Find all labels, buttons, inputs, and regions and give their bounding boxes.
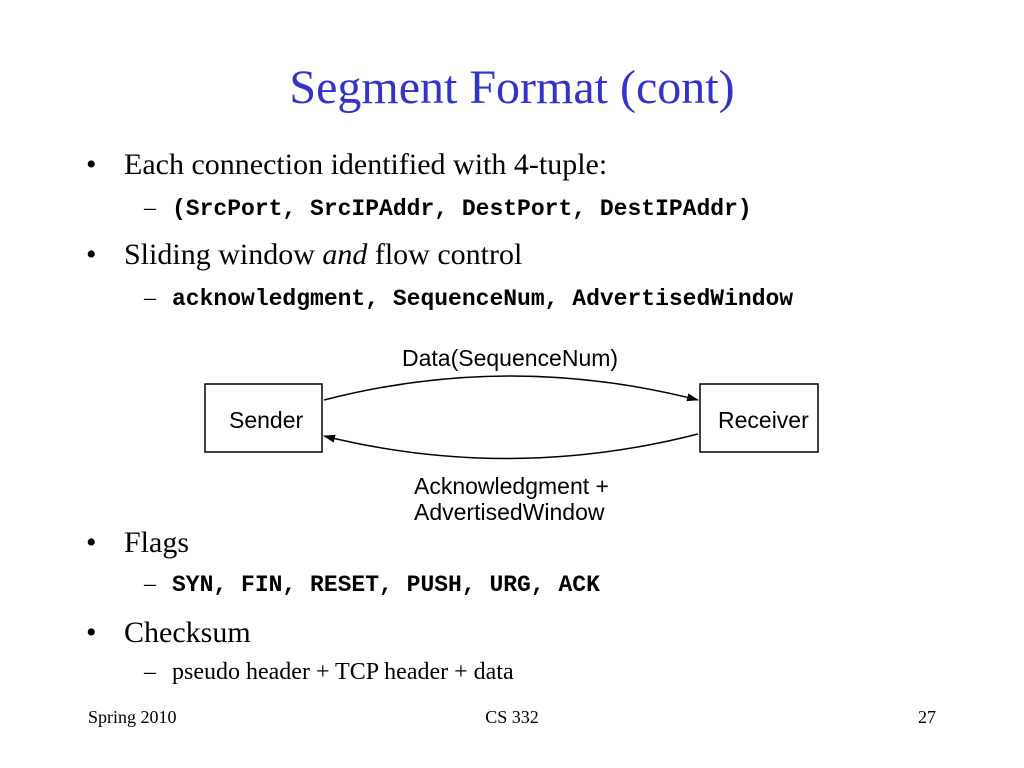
bullet-item: • Flags <box>86 526 190 559</box>
sub-bullet-text: (SrcPort, SrcIPAddr, DestPort, DestIPAdd… <box>172 196 752 222</box>
sub-bullet-dash: – <box>144 285 156 311</box>
sender-box <box>204 383 323 453</box>
data-arrow-label: Data(SequenceNum) <box>402 345 618 371</box>
bullet-dot: • <box>86 148 97 181</box>
footer-page-number: 27 <box>918 707 936 727</box>
bullet-item: • Sliding window and flow control <box>86 238 522 271</box>
bullet-item: • Checksum <box>86 616 251 649</box>
bullet-text: Checksum <box>124 616 251 649</box>
slide-title: Segment Format (cont) <box>289 61 735 114</box>
sub-bullet-item: – pseudo header + TCP header + data <box>144 659 514 685</box>
ack-arrow <box>323 433 699 460</box>
bullet-text-part: flow control <box>367 238 523 271</box>
data-arrow <box>323 375 699 402</box>
footer-left: Spring 2010 <box>88 707 177 727</box>
receiver-label: Receiver <box>718 407 809 433</box>
bullet-item: • Each connection identified with 4-tupl… <box>86 148 608 181</box>
sub-bullet-dash: – <box>144 195 156 221</box>
bullet-text-part: Sliding window <box>124 238 323 271</box>
sender-label: Sender <box>229 407 304 433</box>
sub-bullet-dash: – <box>144 571 156 597</box>
bullet-dot: • <box>86 616 97 649</box>
sub-bullet-text: SYN, FIN, RESET, PUSH, URG, ACK <box>172 572 600 598</box>
sub-bullet-item: – SYN, FIN, RESET, PUSH, URG, ACK <box>144 572 600 598</box>
bullet-dot: • <box>86 526 97 559</box>
bullet-text: Flags <box>124 526 190 559</box>
bullet-dot: • <box>86 238 97 271</box>
sub-bullet-dash: – <box>144 659 156 685</box>
sub-bullet-text: pseudo header + TCP header + data <box>172 659 514 685</box>
receiver-box <box>699 383 819 453</box>
bullet-text-emphasis: and <box>322 238 368 271</box>
sub-bullet-text: acknowledgment, SequenceNum, AdvertisedW… <box>172 286 794 312</box>
footer-center: CS 332 <box>485 707 539 727</box>
bullet-text: Sliding window and flow control <box>124 238 522 271</box>
ack-arrow-label-line2: AdvertisedWindow <box>414 499 605 525</box>
ack-arrow-label-line1: Acknowledgment + <box>414 473 609 499</box>
sub-bullet-item: – (SrcPort, SrcIPAddr, DestPort, DestIPA… <box>144 196 752 222</box>
bullet-text: Each connection identified with 4-tuple: <box>124 148 608 181</box>
sub-bullet-item: – acknowledgment, SequenceNum, Advertise… <box>144 286 794 312</box>
